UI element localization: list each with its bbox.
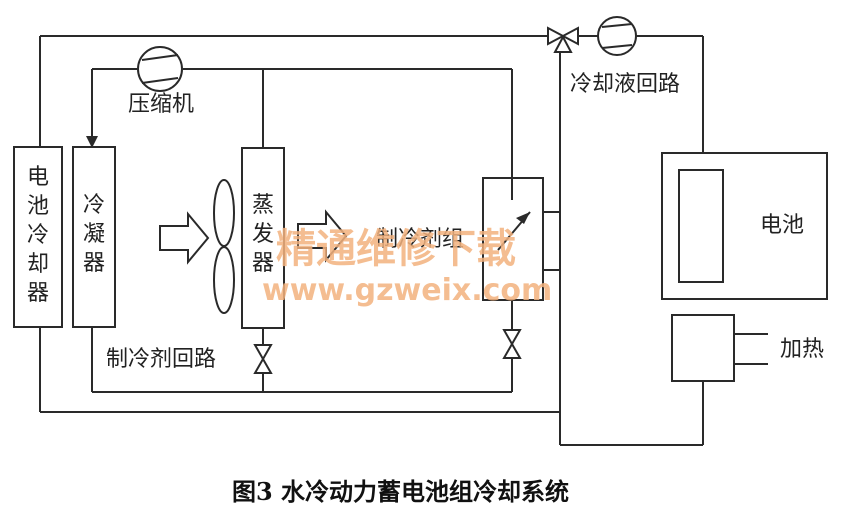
condenser-char-1: 冷: [83, 193, 105, 218]
compressor-icon: [137, 46, 183, 92]
expansion-valve-chiller-icon: [502, 329, 522, 359]
battery-cooler-char-1: 电: [27, 165, 49, 190]
battery-cooler-char-5: 器: [27, 281, 49, 306]
refrigerant-group-label: 制冷剂组: [376, 227, 464, 252]
heater: [671, 314, 735, 382]
battery-label: 电池: [760, 213, 804, 238]
coolant-loop-lines: [39, 35, 704, 446]
condenser: [72, 146, 116, 328]
battery-cooler-char-4: 却: [27, 252, 49, 277]
evaporator-char-2: 发: [252, 222, 274, 247]
chiller: [482, 177, 560, 301]
coolant-pump-icon: [597, 16, 637, 56]
battery-cooler-char-2: 池: [27, 194, 49, 219]
evaporator-char-1: 蒸: [252, 193, 274, 218]
fan-icon: [213, 179, 235, 314]
heating-label: 加热: [780, 337, 824, 362]
flow-arrow-icon: [86, 136, 98, 148]
refrigerant-loop-lines: [91, 68, 513, 393]
three-way-valve-icon: [547, 26, 579, 53]
compressor-label: 压缩机: [128, 92, 194, 117]
watermark-text: 精通维修下载: [276, 226, 516, 272]
airflow-arrow-right-icon: [297, 209, 348, 263]
figure-caption: 图3 水冷动力蓄电池组冷却系统: [232, 477, 569, 506]
evaporator-char-3: 器: [252, 251, 274, 276]
airflow-arrow-icon: [159, 211, 210, 265]
condenser-char-2: 凝: [83, 222, 105, 247]
expansion-valve-icon: [253, 344, 273, 374]
watermark-url: www.gzweix.com: [262, 273, 552, 308]
coolant-loop-label: 冷却液回路: [570, 72, 680, 97]
battery-cooler-char-3: 冷: [27, 223, 49, 248]
evaporator: [241, 147, 285, 329]
battery-cooler: [13, 146, 63, 328]
condenser-char-3: 器: [83, 251, 105, 276]
battery-cell: [678, 169, 724, 283]
refrigerant-loop-label: 制冷剂回路: [106, 347, 216, 372]
